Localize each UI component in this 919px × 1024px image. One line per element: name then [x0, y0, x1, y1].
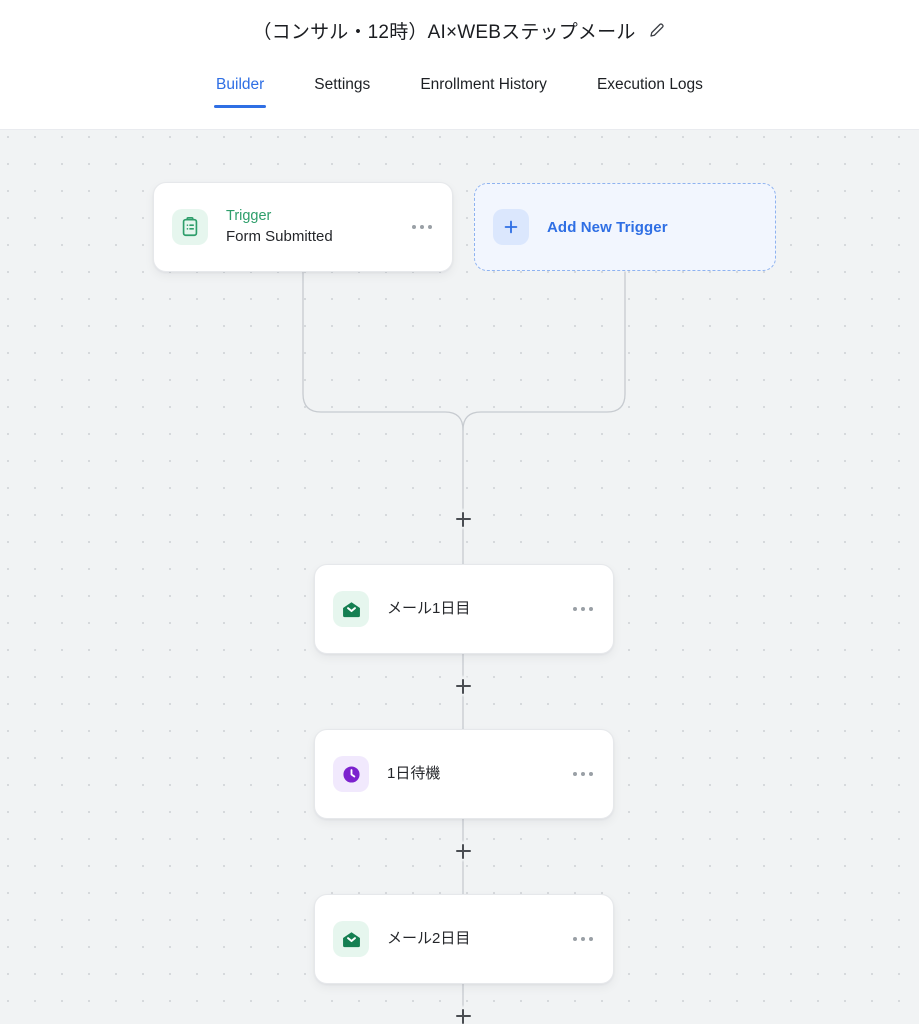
- envelope-icon: [333, 591, 369, 627]
- envelope-icon: [333, 921, 369, 957]
- trigger-kicker: Trigger: [226, 208, 272, 225]
- trigger-subtitle: Form Submitted: [226, 227, 333, 245]
- plus-icon: [493, 209, 529, 245]
- tab-enrollment-history[interactable]: Enrollment History: [420, 76, 547, 93]
- more-options-icon[interactable]: [571, 929, 595, 949]
- add-step-after-trigger[interactable]: [452, 508, 474, 530]
- pencil-icon[interactable]: [648, 21, 667, 40]
- trigger-text: Trigger Form Submitted: [226, 207, 410, 247]
- step-mail-2-text: メール2日目: [387, 929, 571, 949]
- node-add-new-trigger[interactable]: Add New Trigger: [474, 183, 776, 271]
- tab-bar: Builder Settings Enrollment History Exec…: [0, 60, 919, 130]
- step-mail-1-label: メール1日目: [387, 599, 471, 617]
- tab-settings[interactable]: Settings: [314, 76, 371, 93]
- more-options-icon[interactable]: [571, 764, 595, 784]
- add-step-after-wait-1[interactable]: [452, 840, 474, 862]
- step-wait-1-label: 1日待機: [387, 764, 441, 782]
- node-step-mail-2[interactable]: メール2日目: [314, 894, 614, 984]
- more-options-icon[interactable]: [410, 217, 434, 237]
- clock-icon: [333, 756, 369, 792]
- node-step-wait-1[interactable]: 1日待機: [314, 729, 614, 819]
- node-step-mail-1[interactable]: メール1日目: [314, 564, 614, 654]
- page-header: （コンサル・12時）AI×WEBステップメール: [0, 0, 919, 60]
- tab-builder[interactable]: Builder: [214, 76, 267, 108]
- workflow-canvas[interactable]: Trigger Form Submitted Add New Trigger: [0, 130, 919, 1024]
- clipboard-list-icon: [172, 209, 208, 245]
- tab-execution-logs[interactable]: Execution Logs: [596, 76, 703, 93]
- add-step-after-mail-1[interactable]: [452, 675, 474, 697]
- step-mail-2-label: メール2日目: [387, 929, 471, 947]
- node-trigger[interactable]: Trigger Form Submitted: [153, 182, 453, 272]
- title-group: （コンサル・12時）AI×WEBステップメール: [252, 17, 666, 44]
- page-title: （コンサル・12時）AI×WEBステップメール: [252, 21, 636, 43]
- step-mail-1-text: メール1日目: [387, 599, 571, 619]
- add-step-after-mail-2[interactable]: [452, 1005, 474, 1024]
- flow-layer: Trigger Form Submitted Add New Trigger: [0, 130, 919, 1024]
- step-wait-1-text: 1日待機: [387, 764, 571, 784]
- add-new-trigger-label: Add New Trigger: [547, 218, 668, 236]
- more-options-icon[interactable]: [571, 599, 595, 619]
